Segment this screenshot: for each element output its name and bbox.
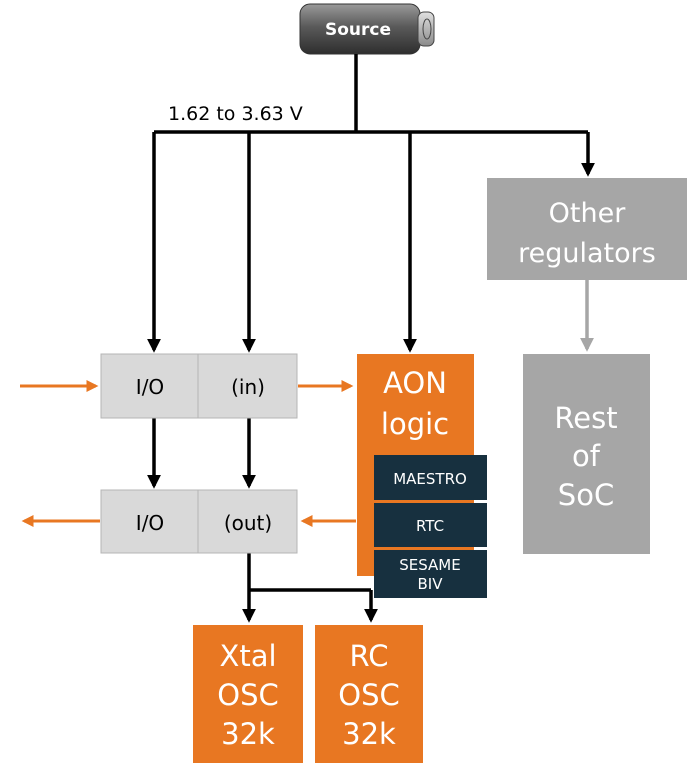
rc-line3: 32k: [342, 717, 396, 751]
supply-bus: [147, 54, 595, 623]
xtal-line2: OSC: [217, 678, 278, 712]
other-regulators-box: Other regulators: [487, 178, 687, 280]
io-out-label: I/O: [136, 511, 164, 535]
maestro-block: MAESTRO: [374, 455, 487, 500]
rest-of-soc-line1: Rest: [554, 401, 617, 435]
other-regulators-line2: regulators: [518, 238, 656, 269]
sesame-label: SESAME: [399, 556, 460, 574]
rest-of-soc-line3: SoC: [558, 478, 614, 512]
biv-label: BIV: [418, 575, 444, 593]
aon-line1: AON: [383, 366, 447, 400]
other-regulators-line1: Other: [549, 198, 627, 229]
io-in-label: I/O: [136, 375, 164, 399]
xtal-line3: 32k: [221, 717, 275, 751]
xtal-osc-box: Xtal OSC 32k: [193, 625, 303, 763]
io-in-block: I/O (in): [100, 353, 298, 419]
rest-of-soc-line2: of: [572, 439, 601, 473]
io-out-block: I/O (out): [100, 489, 298, 554]
rest-of-soc-box: Rest of SoC: [523, 354, 650, 554]
maestro-label: MAESTRO: [393, 470, 467, 488]
out-label: (out): [224, 511, 272, 535]
rtc-label: RTC: [416, 517, 444, 535]
signal-arrows: [20, 380, 356, 527]
in-label: (in): [231, 375, 265, 399]
rc-osc-box: RC OSC 32k: [315, 625, 423, 763]
battery-terminal-icon: [417, 11, 435, 47]
rtc-block: RTC: [374, 503, 487, 547]
sesame-biv-block: SESAME BIV: [374, 550, 487, 598]
rc-line2: OSC: [338, 678, 399, 712]
aon-line2: logic: [381, 407, 449, 441]
voltage-label: 1.62 to 3.63 V: [168, 103, 303, 125]
source-label: Source: [325, 20, 391, 40]
xtal-line1: Xtal: [219, 639, 276, 673]
source-battery: Source: [299, 3, 435, 55]
rc-line1: RC: [350, 639, 389, 673]
